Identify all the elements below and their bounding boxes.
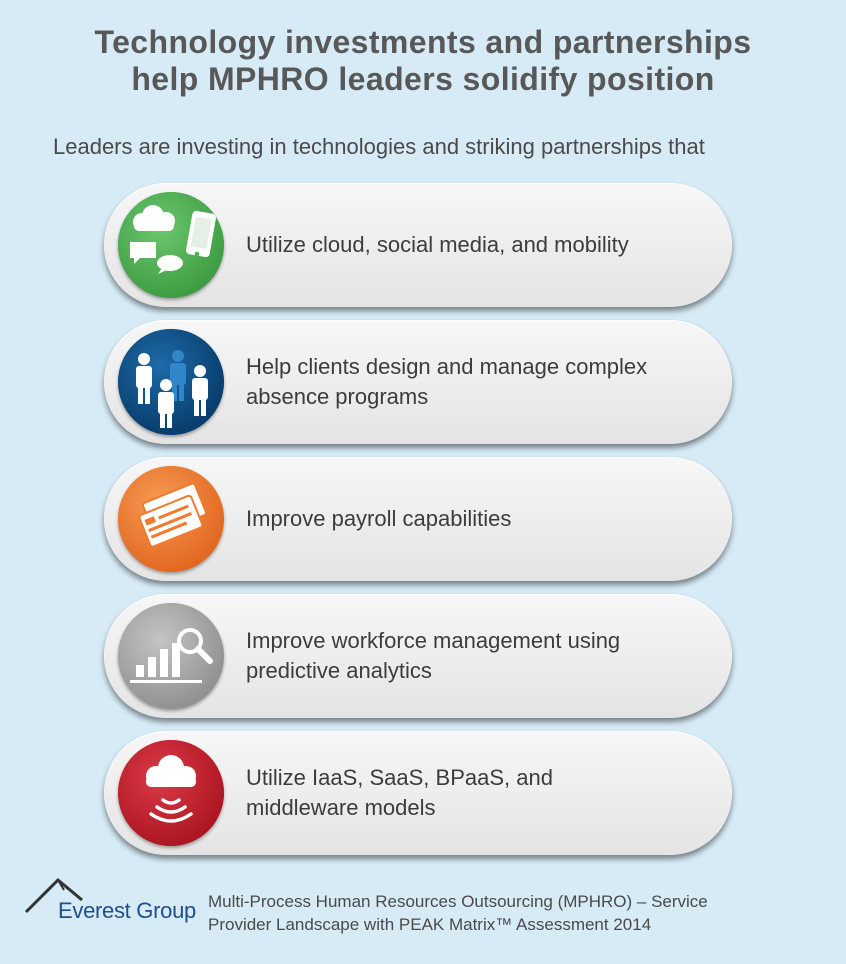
logo-text: Everest Group: [58, 898, 196, 923]
item-label-line-2: predictive analytics: [246, 658, 432, 683]
intro-text: Leaders are investing in technologies an…: [53, 134, 705, 159]
item-label-line-1: Utilize cloud, social media, and mobilit…: [246, 232, 629, 257]
analytics-chart-icon: [118, 603, 224, 709]
item-service-models: Utilize IaaS, SaaS, BPaaS, and middlewar…: [104, 731, 732, 855]
item-label-line-1: Improve payroll capabilities: [246, 506, 512, 531]
title-line-1: Technology investments and partnerships: [94, 24, 752, 60]
item-workforce-analytics: Improve workforce management using predi…: [104, 594, 732, 718]
item-label-line-1: Utilize IaaS, SaaS, BPaaS, and: [246, 765, 553, 790]
mountain-icon: [24, 877, 83, 914]
item-label-line-1: Help clients design and manage complex: [246, 354, 648, 379]
page-title: Technology investments and partnerships …: [0, 24, 846, 98]
cloud-signal-icon: [118, 740, 224, 846]
everest-group-logo: Everest Group: [24, 876, 204, 926]
cloud-social-mobile-icon: [118, 192, 224, 298]
item-payroll: Improve payroll capabilities: [104, 457, 732, 581]
people-group-icon: [118, 329, 224, 435]
payroll-cards-icon: [118, 466, 224, 572]
item-absence-programs: Help clients design and manage complex a…: [104, 320, 732, 444]
item-label-line-1: Improve workforce management using: [246, 628, 621, 653]
source-line-2: Provider Landscape with PEAK Matrix™ Ass…: [208, 915, 652, 934]
item-label-line-2: absence programs: [246, 384, 429, 409]
item-cloud-social-mobility: Utilize cloud, social media, and mobilit…: [104, 183, 732, 307]
source-caption: Multi-Process Human Resources Outsourcin…: [208, 890, 808, 936]
item-label-line-2: middleware models: [246, 795, 436, 820]
title-line-2: help MPHRO leaders solidify position: [131, 61, 715, 97]
source-line-1: Multi-Process Human Resources Outsourcin…: [208, 892, 708, 911]
